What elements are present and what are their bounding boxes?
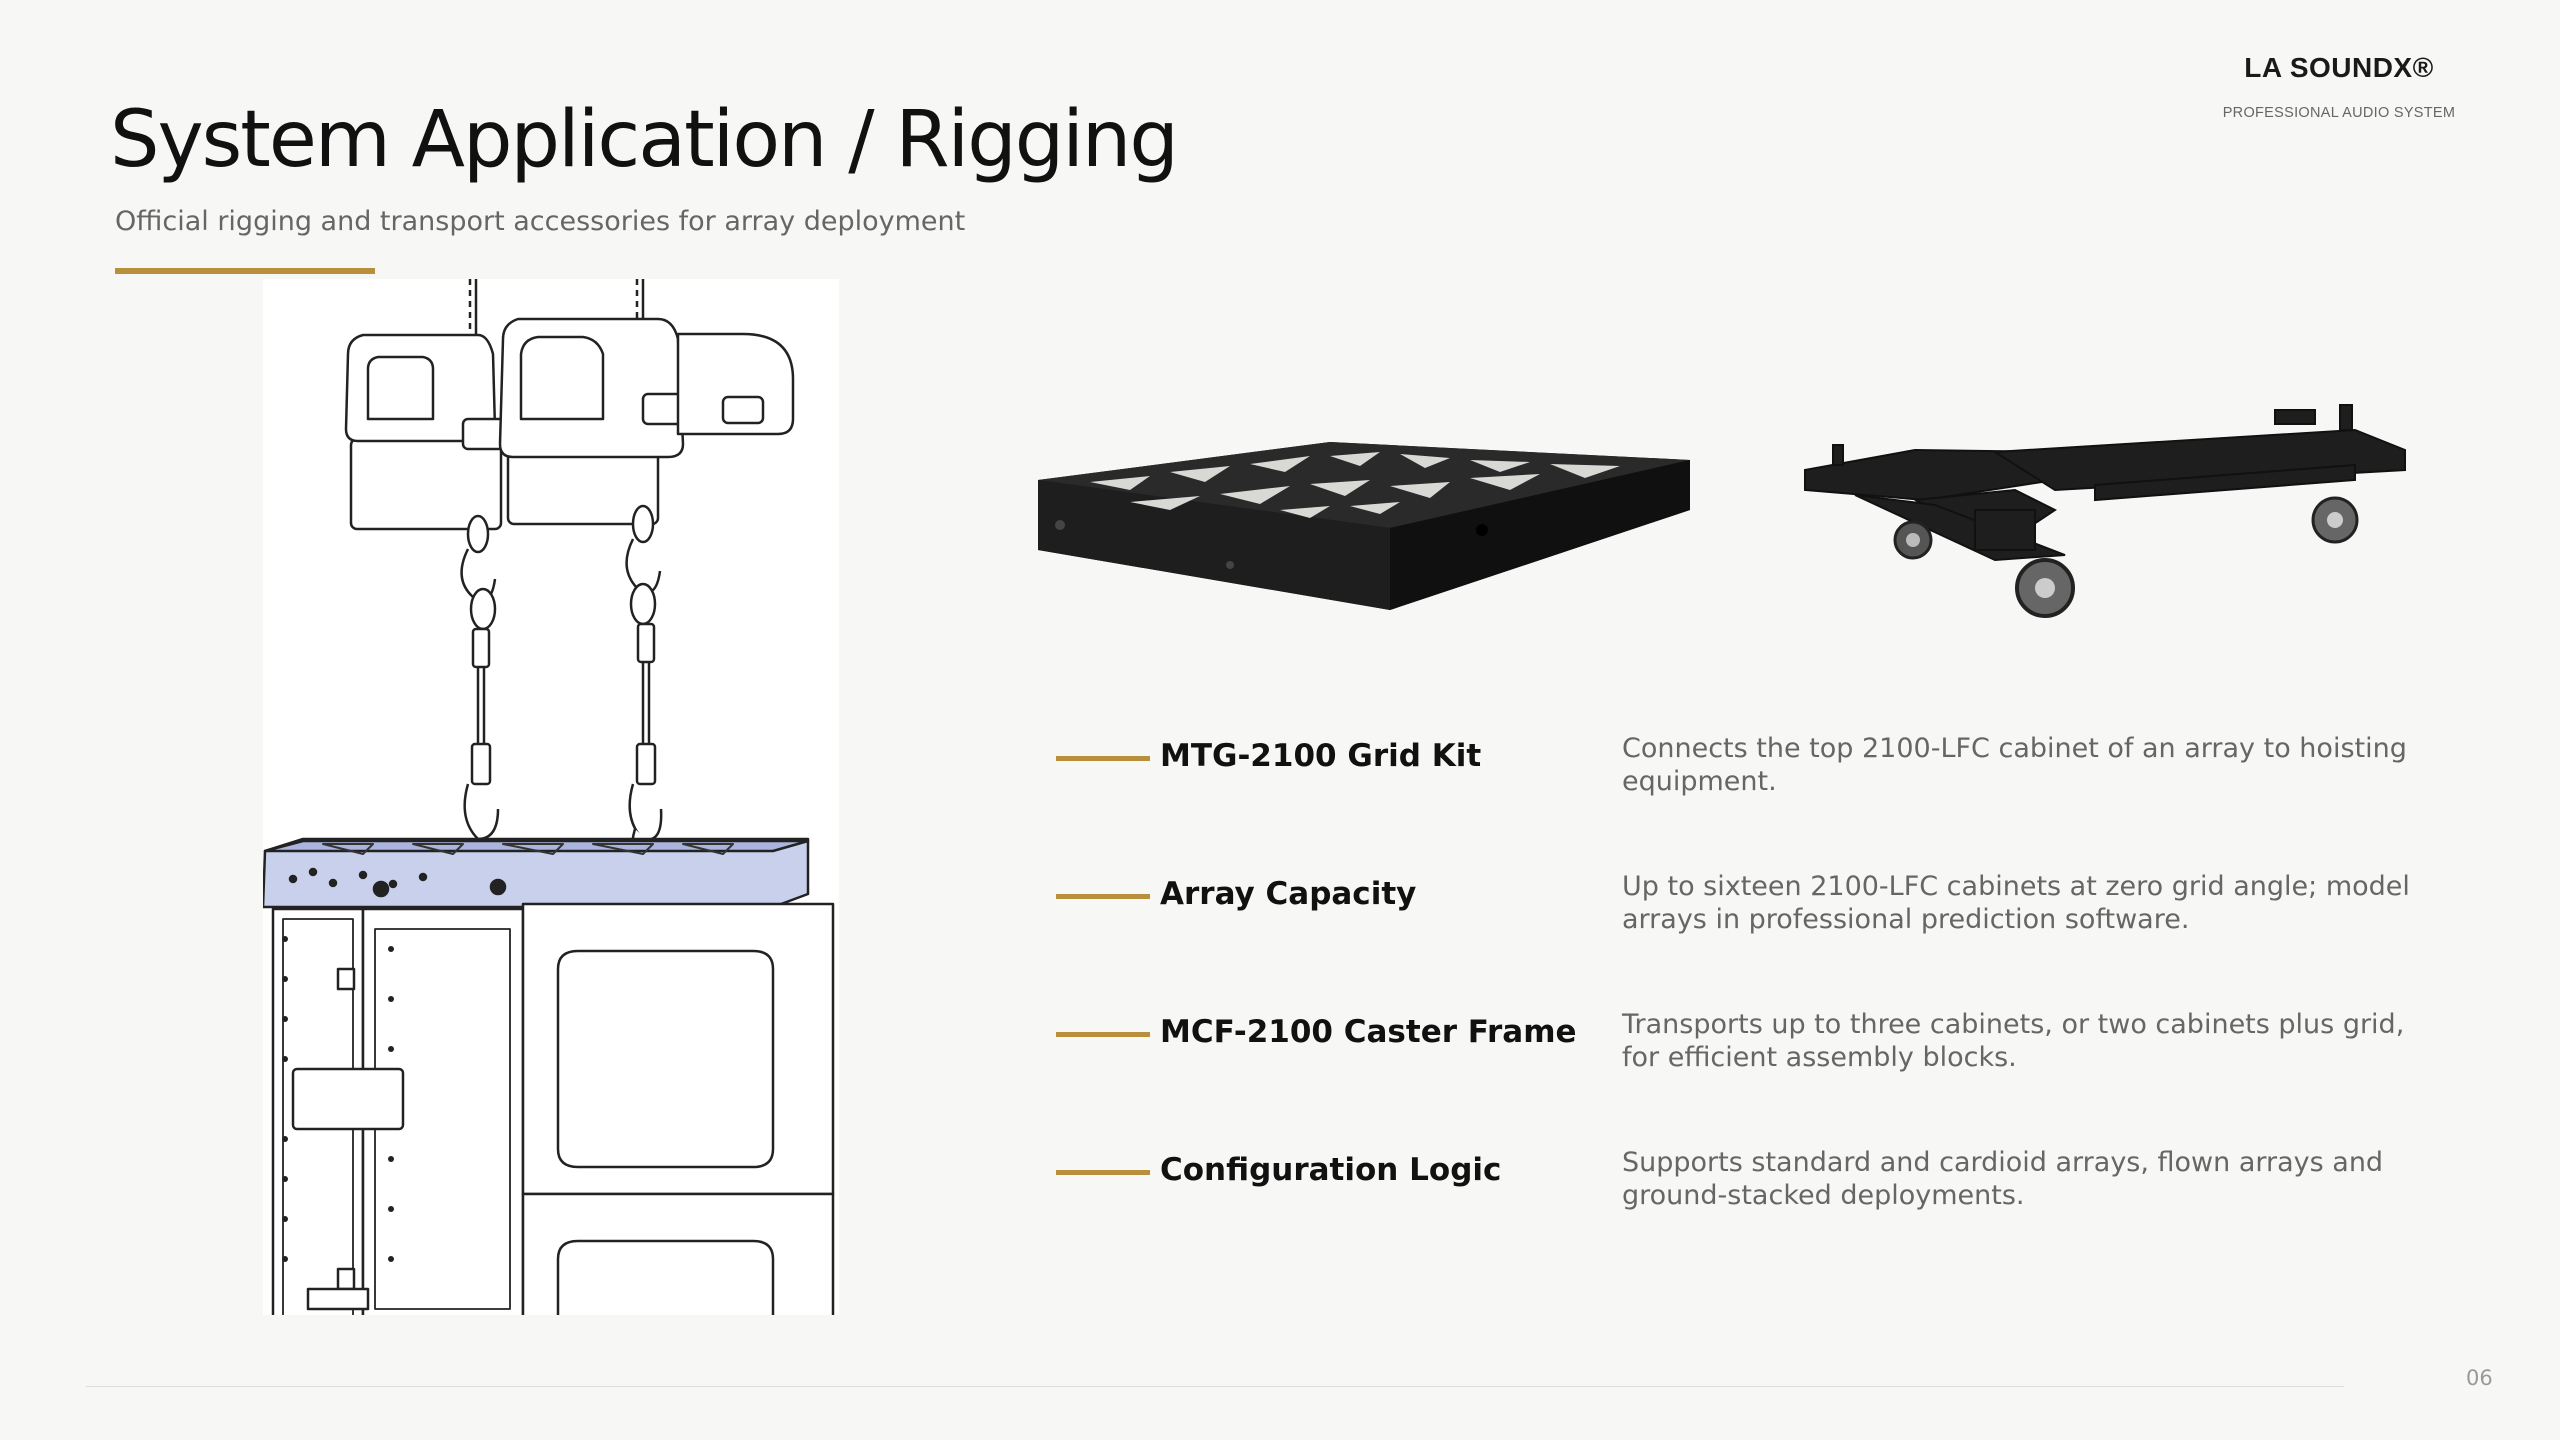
- page-subtitle: Official rigging and transport accessori…: [115, 206, 966, 237]
- grid-kit-image: [1030, 410, 1700, 630]
- spec-description: Up to sixteen 2100-LFC cabinets at zero …: [1622, 871, 2410, 935]
- caster-frame-image: [1795, 390, 2415, 630]
- spec-description: Connects the top 2100-LFC cabinet of an …: [1622, 733, 2407, 797]
- spec-label: Configuration Logic: [1160, 1152, 1502, 1188]
- spec-accent-rule: [1056, 894, 1150, 899]
- footer-divider: [86, 1386, 2344, 1387]
- spec-row-array-capacity: Array Capacity Up to sixteen 2100-LFC ca…: [1056, 871, 2436, 956]
- spec-accent-rule: [1056, 1032, 1150, 1037]
- spec-row-configuration-logic: Configuration Logic Supports standard an…: [1056, 1147, 2436, 1232]
- spec-description: Transports up to three cabinets, or two …: [1622, 1009, 2405, 1073]
- brand-block: LA SOUNDX® PROFESSIONAL AUDIO SYSTEM: [2189, 52, 2489, 121]
- spec-label: MCF-2100 Caster Frame: [1160, 1014, 1577, 1050]
- page-number: 06: [2466, 1366, 2493, 1390]
- page-title: System Application / Rigging: [110, 95, 1179, 185]
- title-accent-line: [115, 268, 375, 274]
- spec-accent-rule: [1056, 1170, 1150, 1175]
- spec-label: MTG-2100 Grid Kit: [1160, 738, 1482, 774]
- spec-description: Supports standard and cardioid arrays, f…: [1622, 1147, 2384, 1211]
- spec-accent-rule: [1056, 756, 1150, 761]
- brand-tagline: PROFESSIONAL AUDIO SYSTEM: [2222, 105, 2456, 121]
- spec-row-grid-kit: MTG-2100 Grid Kit Connects the top 2100-…: [1056, 733, 2436, 818]
- spec-label: Array Capacity: [1160, 876, 1417, 912]
- spec-row-caster-frame: MCF-2100 Caster Frame Transports up to t…: [1056, 1009, 2436, 1094]
- rigging-illustration: [263, 279, 839, 1315]
- brand-name: LA SOUNDX®: [2244, 52, 2434, 83]
